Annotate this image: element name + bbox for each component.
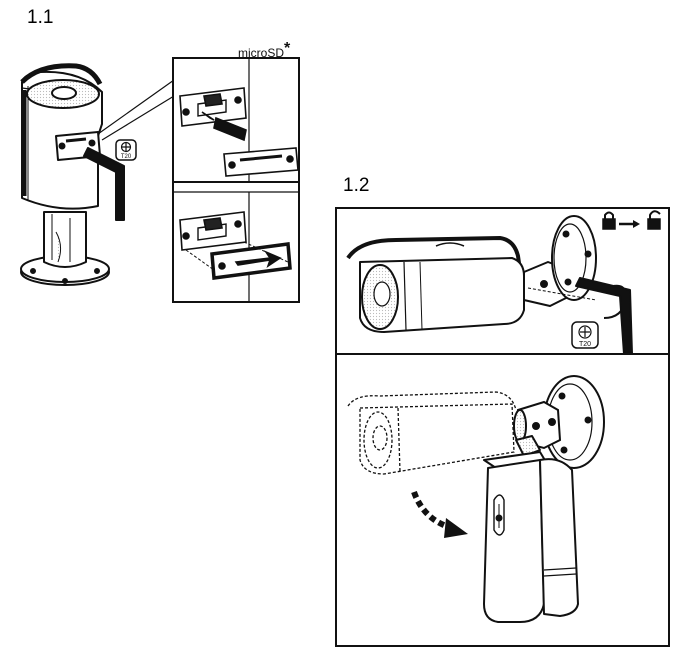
microsd-cover-install — [179, 211, 292, 280]
tool-size-label-step2: T20 — [579, 341, 591, 348]
asterisk-mark: * — [284, 40, 291, 57]
tool-size-label-step1: T20 — [121, 154, 132, 160]
microsd-label: microSD* — [238, 40, 290, 62]
detail-leader-lines — [97, 79, 175, 141]
wall-mount-step2 — [513, 375, 605, 469]
lock-closed-icon — [602, 211, 616, 230]
lock-open-icon — [647, 210, 661, 230]
step-label-1-1: 1.1 — [27, 7, 54, 28]
arrow-right-icon — [619, 220, 640, 228]
microsd-slot-open — [179, 87, 299, 177]
camera-horizontal-step2 — [346, 215, 633, 355]
camera-body-step1 — [20, 63, 137, 286]
microsd-text: microSD — [238, 46, 285, 60]
camera-ghost-outline — [347, 391, 517, 475]
camera-vertical-step2 — [483, 435, 579, 623]
step-label-1-2: 1.2 — [343, 175, 370, 196]
rotation-arrow — [411, 490, 468, 538]
